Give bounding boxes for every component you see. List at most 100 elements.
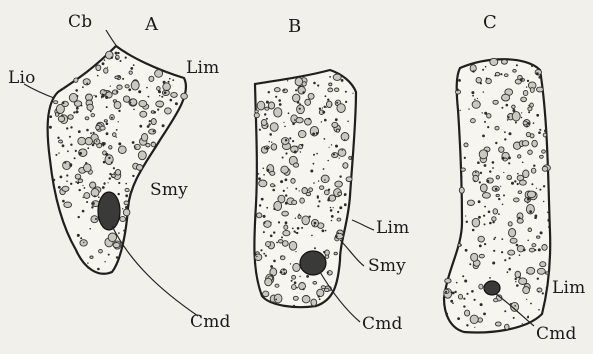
stipple-dot [125,206,128,209]
stipple-dot [85,162,87,164]
stipple-dot [295,188,297,190]
cell-granule [480,184,487,192]
stipple-dot [269,141,270,142]
stipple-dot [531,183,533,185]
stipple-dot [509,132,512,135]
stipple-dot [322,111,325,114]
stipple-dot [270,265,273,268]
cell-granule [149,76,154,81]
stipple-dot [268,91,270,93]
cell-granule [502,94,510,101]
cell-granule [537,236,540,238]
stipple-dot [463,305,465,307]
stipple-dot [266,169,269,172]
stipple-dot [106,106,108,108]
cell-granule [62,186,69,191]
cell-granule [298,215,301,218]
cell-granule [493,100,498,104]
stipple-dot [474,180,476,182]
stipple-dot [469,263,471,265]
cell-granule [478,236,484,242]
cell-granule [255,110,259,113]
stipple-dot [118,142,121,145]
cell-granule [508,250,515,255]
stipple-dot [57,137,59,139]
stipple-dot [298,214,300,216]
stipple-dot [132,141,135,144]
stipple-dot [111,162,113,164]
stipple-dot [108,254,110,256]
cell-granule [517,246,524,252]
stipple-dot [522,162,524,164]
cell-granule [334,252,337,255]
stipple-dot [122,78,124,80]
stipple-dot [292,228,294,230]
stipple-dot [133,64,135,66]
stipple-dot [313,163,315,165]
stipple-dot [285,152,287,154]
stipple-dot [489,170,491,172]
cell-granule [125,85,129,88]
cell-granule [471,253,478,261]
cell-granule [328,88,333,92]
stipple-dot [76,107,79,110]
stipple-dot [108,157,110,159]
cell-granule [257,101,265,110]
cell-granule [479,284,483,289]
cell-granule [299,283,306,290]
stipple-dot [327,99,329,101]
stipple-dot [519,254,521,256]
stipple-dot [492,221,494,223]
stipple-dot [161,96,163,98]
cell-granule [64,202,72,208]
cell-granule [523,121,527,125]
stipple-dot [311,235,313,237]
stipple-dot [456,88,459,91]
stipple-dot [78,130,81,133]
cell-granule [115,76,119,79]
stipple-dot [92,202,95,205]
stipple-dot [310,170,313,173]
stipple-dot [264,82,266,84]
cell-granule [542,150,546,153]
cell-granule [55,113,58,117]
stipple-dot [285,178,288,181]
stipple-dot [116,58,118,60]
stipple-dot [543,185,545,187]
cell-granule [501,60,507,65]
stipple-dot [507,119,509,121]
stipple-dot [352,93,353,94]
stipple-dot [302,91,304,93]
stipple-dot [483,91,484,92]
stipple-dot [533,122,535,124]
stipple-dot [484,164,487,167]
stipple-dot [283,89,285,91]
cell-granule [542,245,547,251]
stipple-dot [158,90,161,93]
stipple-dot [344,203,347,206]
stipple-dot [95,218,97,220]
stipple-dot [166,71,168,73]
stipple-dot [266,101,269,104]
stipple-dot [284,126,286,128]
cell-granule [124,201,129,205]
cell-granule [265,278,272,286]
stipple-dot [468,108,469,109]
stipple-dot [538,291,540,293]
stipple-dot [271,274,273,276]
cell-granule [274,88,280,92]
stipple-dot [258,173,260,175]
cell-granule [504,74,508,77]
stipple-dot [450,300,453,303]
stipple-dot [164,91,167,94]
stipple-dot [474,327,475,328]
cell-granule [171,92,178,97]
stipple-dot [87,147,89,149]
stipple-dot [531,65,533,67]
stipple-dot [104,59,106,61]
stipple-dot [274,185,276,187]
cell-granule [308,93,314,99]
stipple-dot [55,154,57,156]
cell-granule [129,71,132,74]
cell-granule [104,68,108,73]
